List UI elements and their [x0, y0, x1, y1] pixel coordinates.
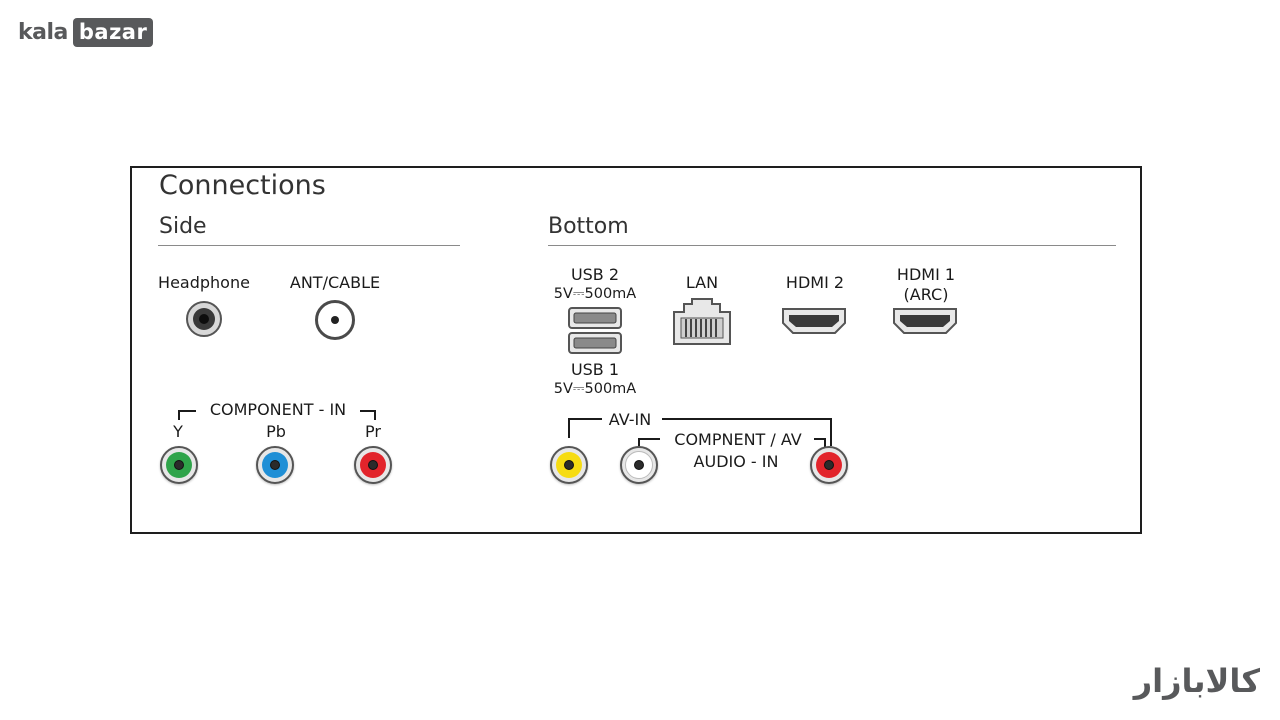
- y-label: Y: [173, 422, 183, 441]
- av-in-bracket-left: [568, 418, 602, 438]
- usb1-label: USB 1: [570, 360, 620, 379]
- bottom-divider: [548, 245, 1116, 246]
- pr-label: Pr: [365, 422, 381, 441]
- compnent-bracket-right: [814, 438, 826, 450]
- rca-jack-icon-audio-left: [620, 446, 658, 484]
- brand-logo: kala bazar: [18, 17, 154, 47]
- av-in-bracket-right: [662, 418, 832, 446]
- lan-label: LAN: [685, 273, 719, 292]
- rca-jack-icon-video: [550, 446, 588, 484]
- usb2-spec-label: 5V⎓500mA: [553, 286, 637, 302]
- rca-jack-icon-pr: [354, 446, 392, 484]
- hdmi-port-icon-2: [782, 308, 846, 334]
- side-heading: Side: [159, 214, 207, 239]
- usb-port-icon: [568, 307, 622, 354]
- lan-port-icon: [673, 298, 731, 345]
- coax-jack-icon: [315, 300, 355, 340]
- av-in-label: AV-IN: [608, 410, 652, 429]
- audio-in-label: AUDIO - IN: [693, 452, 779, 471]
- hdmi1-arc-label: (ARC): [903, 285, 949, 304]
- hdmi2-label: HDMI 2: [785, 273, 845, 292]
- compnent-bracket-left: [638, 438, 660, 452]
- bottom-heading: Bottom: [548, 214, 629, 239]
- hdmi-port-icon-1: [893, 308, 957, 334]
- hdmi1-label: HDMI 1: [896, 265, 956, 284]
- logo-bazar-text: bazar: [72, 17, 154, 47]
- logo-kala-text: kala: [18, 19, 68, 45]
- connections-panel: [130, 166, 1142, 534]
- headphone-jack-icon: [186, 301, 222, 337]
- pb-label: Pb: [266, 422, 286, 441]
- component-bracket-right: [360, 410, 376, 420]
- watermark-logo: کالابازار: [1133, 662, 1260, 700]
- headphone-label: Headphone: [158, 273, 250, 292]
- usb1-spec-label: 5V⎓500mA: [553, 381, 637, 397]
- rca-jack-icon-y: [160, 446, 198, 484]
- ant-cable-label: ANT/CABLE: [289, 273, 381, 292]
- usb2-label: USB 2: [570, 265, 620, 284]
- side-divider: [158, 245, 460, 246]
- component-bracket-left: [178, 410, 196, 420]
- compnent-av-label: COMPNENT / AV: [674, 430, 802, 449]
- rca-jack-icon-audio-right: [810, 446, 848, 484]
- rca-jack-icon-pb: [256, 446, 294, 484]
- component-in-label: COMPONENT - IN: [209, 400, 347, 419]
- panel-title: Connections: [159, 170, 326, 201]
